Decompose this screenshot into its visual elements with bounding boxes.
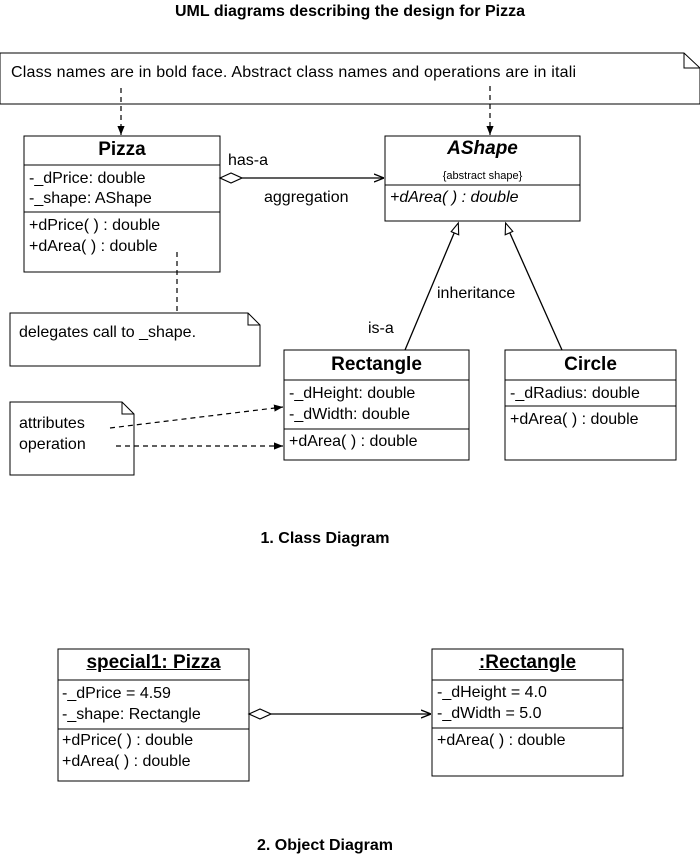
class-diagram-caption: 1. Class Diagram <box>260 530 390 547</box>
special1-operation: +dArea( ) : double <box>62 753 191 770</box>
special1-attribute: -_shape: Rectangle <box>62 706 201 723</box>
pizza-operation: +dArea( ) : double <box>29 238 158 255</box>
rectangle-class-box <box>283 349 470 461</box>
legend-note-shape <box>9 401 135 476</box>
ashape-class-box <box>384 135 581 222</box>
rectangle-object-attribute: -_dHeight = 4.0 <box>437 684 547 701</box>
aggregation-connector <box>218 172 384 184</box>
object-aggregation-connector <box>247 708 431 720</box>
rectangle-object-operation: +dArea( ) : double <box>437 732 566 749</box>
pizza-class-name: Pizza <box>98 139 146 160</box>
object-diagram-caption: 2. Object Diagram <box>256 837 394 854</box>
delegate-note-text: delegates call to _shape. <box>19 324 197 341</box>
inheritance-label: inheritance <box>437 285 516 302</box>
inheritance-rectangle-connector <box>404 221 460 351</box>
pizza-class-box <box>23 135 221 273</box>
rectangle-attribute: -_dHeight: double <box>289 385 416 402</box>
ashape-stereotype: {abstract shape} <box>442 170 523 182</box>
top-note-shape <box>0 52 700 105</box>
legend-attributes-link <box>109 404 284 429</box>
circle-class-box <box>504 349 677 461</box>
pizza-operation: +dPrice( ) : double <box>29 217 161 234</box>
special1-operation: +dPrice( ) : double <box>62 732 194 749</box>
ashape-operation: +dArea( ) : double <box>390 189 519 206</box>
circle-operation: +dArea( ) : double <box>510 411 639 428</box>
special1-object-name: special1: Pizza <box>86 652 221 673</box>
delegate-note-shape <box>9 312 261 367</box>
rectangle-attribute: -_dWidth: double <box>289 406 410 423</box>
has-a-label: has-a <box>228 152 269 169</box>
rectangle-object-attribute: -_dWidth = 5.0 <box>437 705 542 722</box>
circle-attribute: -_dRadius: double <box>510 385 640 402</box>
pizza-attribute: -_dPrice: double <box>29 170 146 187</box>
legend-attributes-text: attributes <box>19 415 85 432</box>
special1-attribute: -_dPrice = 4.59 <box>62 685 171 702</box>
special1-object-box <box>57 648 250 782</box>
inheritance-circle-connector <box>504 221 563 351</box>
rectangle-class-name: Rectangle <box>331 354 422 375</box>
is-a-label: is-a <box>368 320 394 337</box>
pizza-attribute: -_shape: AShape <box>29 190 152 207</box>
rectangle-operation: +dArea( ) : double <box>289 433 418 450</box>
top-note-text: Class names are in bold face. Abstract c… <box>11 64 577 81</box>
diagram-title: UML diagrams describing the design for P… <box>175 3 525 20</box>
rectangle-object-name: :Rectangle <box>478 652 577 673</box>
circle-class-name: Circle <box>564 354 617 375</box>
aggregation-label: aggregation <box>264 189 349 206</box>
rectangle-object-box <box>431 648 624 777</box>
ashape-class-name: AShape <box>447 138 518 159</box>
legend-operation-text: operation <box>19 436 86 453</box>
